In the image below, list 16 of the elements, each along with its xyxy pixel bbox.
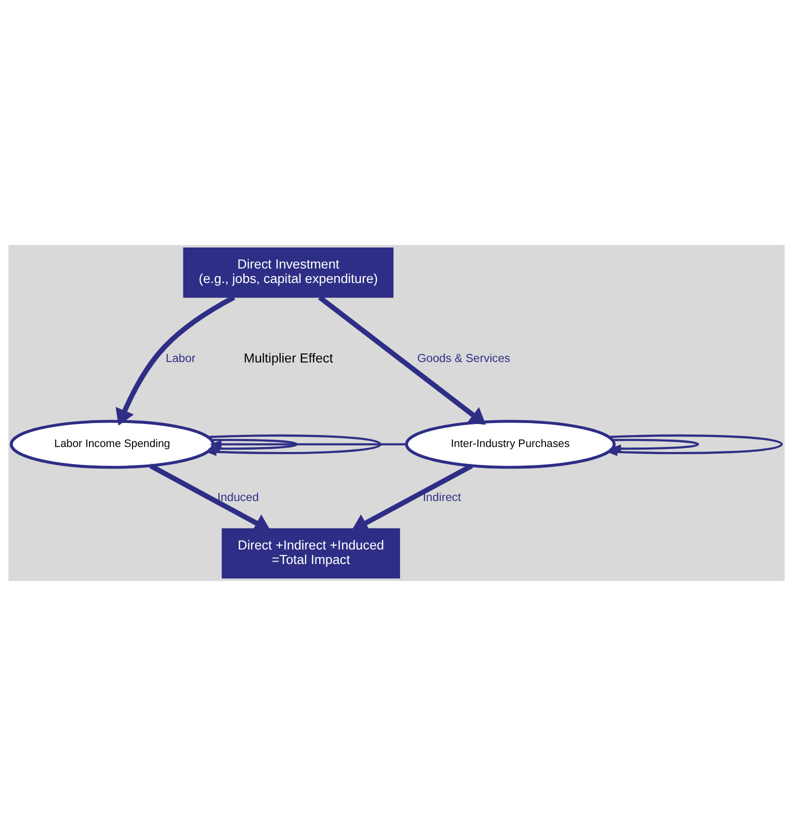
arrow — [318, 294, 486, 424]
edge-label: Goods & Services — [417, 352, 510, 365]
arrow — [351, 463, 473, 532]
arrow — [204, 434, 382, 456]
label: Multiplier Effect — [244, 350, 333, 365]
node-ellipse: Inter-Industry Purchases — [405, 419, 616, 468]
node-ellipse: Labor Income Spending — [10, 419, 215, 468]
edge-label: Induced — [217, 490, 259, 504]
edge-label: Indirect — [422, 490, 461, 504]
node-box: Direct Investment (e.g., jobs, capital expenditure) — [183, 247, 394, 298]
arrow — [210, 440, 406, 448]
arrow — [606, 434, 783, 456]
node-box: Direct +Indirect +Induced =Total Impact — [222, 528, 400, 578]
arrow — [149, 463, 271, 532]
arrow — [116, 294, 236, 426]
edge-label: Labor — [166, 352, 196, 365]
